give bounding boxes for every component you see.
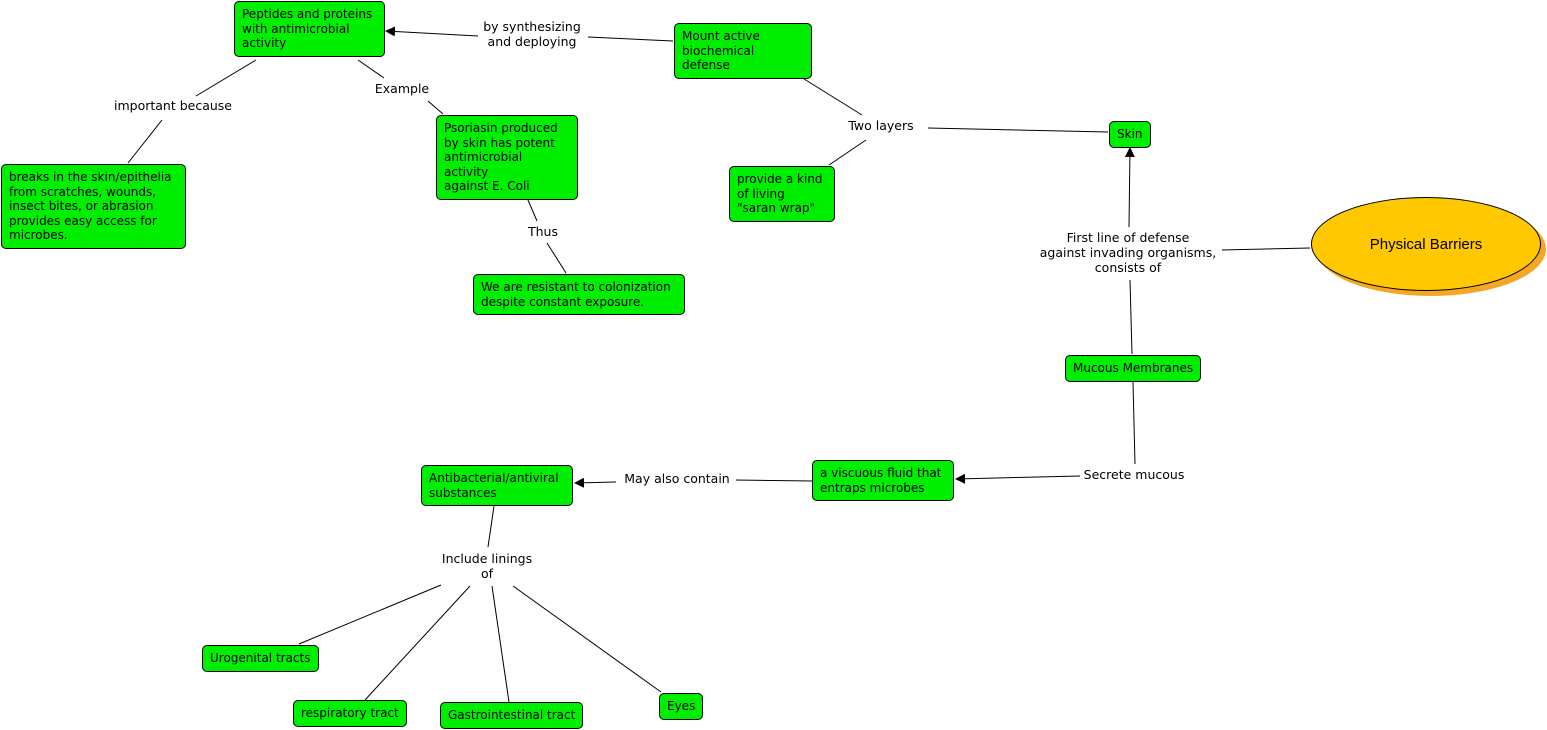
connector-root-to-first-line	[1221, 247, 1311, 251]
link-label-secrete-mucous: Secrete mucous	[1080, 467, 1188, 482]
connector-first-line-to-mucous	[1129, 279, 1133, 355]
node-skin[interactable]: Skin	[1109, 121, 1151, 148]
node-mount-active-defense[interactable]: Mount active biochemical defense	[674, 23, 812, 79]
connector-first-line-to-skin	[1124, 147, 1135, 228]
connector-include-to-urogenital	[298, 584, 442, 645]
link-label-two-layers: Two layers	[840, 118, 922, 133]
node-urogenital-tracts[interactable]: Urogenital tracts	[202, 645, 319, 672]
node-gastrointestinal-tract[interactable]: Gastrointestinal tract	[440, 702, 584, 729]
node-psoriasin[interactable]: Psoriasin produced by skin has potent an…	[436, 115, 578, 200]
connector-two-layers-to-saran	[828, 139, 867, 166]
node-eyes[interactable]: Eyes	[659, 693, 704, 720]
node-mucous-membranes[interactable]: Mucous Membranes	[1065, 355, 1202, 382]
connector-mucous-to-secrete	[1132, 381, 1136, 465]
node-resistant-to-colonization[interactable]: We are resistant to colonization despite…	[473, 274, 685, 315]
connector-synthesizing-to-peptides	[385, 26, 479, 37]
connector-include-to-respiratory	[364, 585, 471, 701]
connector-antibacterial-to-include	[487, 505, 495, 548]
link-label-include-linings: Include linings of	[436, 551, 538, 581]
connector-peptides-to-important	[195, 59, 257, 97]
connector-secrete-to-viscous	[955, 473, 1081, 484]
node-breaks-in-skin[interactable]: breaks in the skin/epithelia from scratc…	[1, 164, 186, 249]
connector-include-to-gastrointestinal	[491, 585, 510, 703]
node-peptides-proteins[interactable]: Peptides and proteins with antimicrobial…	[234, 1, 385, 57]
connector-mount-to-synthesizing	[587, 36, 674, 42]
link-label-by-synthesizing: by synthesizing and deploying	[478, 19, 586, 49]
connector-important-to-breaks	[127, 119, 163, 164]
connector-example-to-psoriasin	[427, 100, 444, 115]
link-label-example: Example	[368, 81, 436, 96]
link-label-thus: Thus	[520, 224, 566, 239]
node-respiratory-tract[interactable]: respiratory tract	[293, 700, 407, 727]
link-label-may-also-contain: May also contain	[618, 471, 736, 486]
connector-thus-to-resistant	[546, 242, 567, 274]
connector-viscous-to-may-contain	[733, 479, 813, 482]
root-node-physical-barriers[interactable]: Physical Barriers	[1311, 197, 1541, 291]
connector-may-contain-to-antibacterial	[574, 477, 617, 488]
link-label-important-because: important because	[109, 98, 237, 113]
connector-include-to-eyes	[512, 585, 662, 693]
node-saran-wrap[interactable]: provide a kind of living "saran wrap"	[729, 166, 835, 222]
node-antibacterial-antiviral[interactable]: Antibacterial/antiviral substances	[421, 465, 573, 506]
connector-skin-to-two-layers	[927, 127, 1109, 133]
link-label-first-line: First line of defense against invading o…	[1036, 230, 1220, 275]
connector-peptides-to-example	[357, 59, 385, 79]
node-viscous-fluid[interactable]: a viscuous fluid that entraps microbes	[812, 460, 954, 501]
